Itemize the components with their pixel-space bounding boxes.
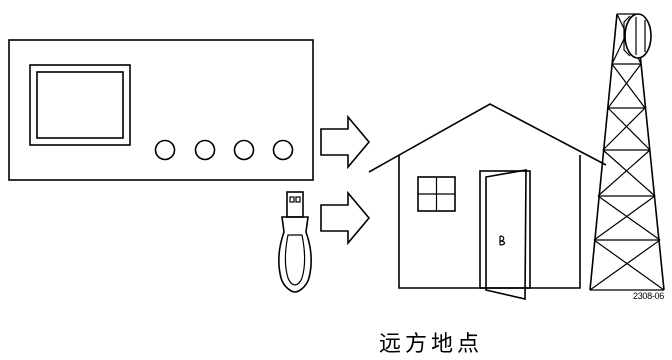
figure-id-label: 2308-06	[633, 291, 664, 301]
usb-flash-drive-icon	[278, 191, 312, 293]
communication-tower-icon	[589, 13, 665, 291]
caption-remote-location: 远方地点	[378, 332, 483, 357]
open-door-icon	[485, 169, 527, 301]
knob-icon	[233, 139, 255, 161]
arrow-right-icon	[320, 190, 371, 246]
knob-icon	[154, 139, 176, 161]
door-handle-icon	[499, 235, 506, 246]
house-icon	[368, 103, 607, 301]
knob-icon	[272, 139, 294, 161]
oscilloscope-icon	[8, 39, 314, 181]
door-frame	[479, 170, 531, 289]
arrow-right-icon	[320, 114, 371, 170]
dish-antenna-icon	[623, 13, 652, 59]
knob-icon	[194, 139, 216, 161]
